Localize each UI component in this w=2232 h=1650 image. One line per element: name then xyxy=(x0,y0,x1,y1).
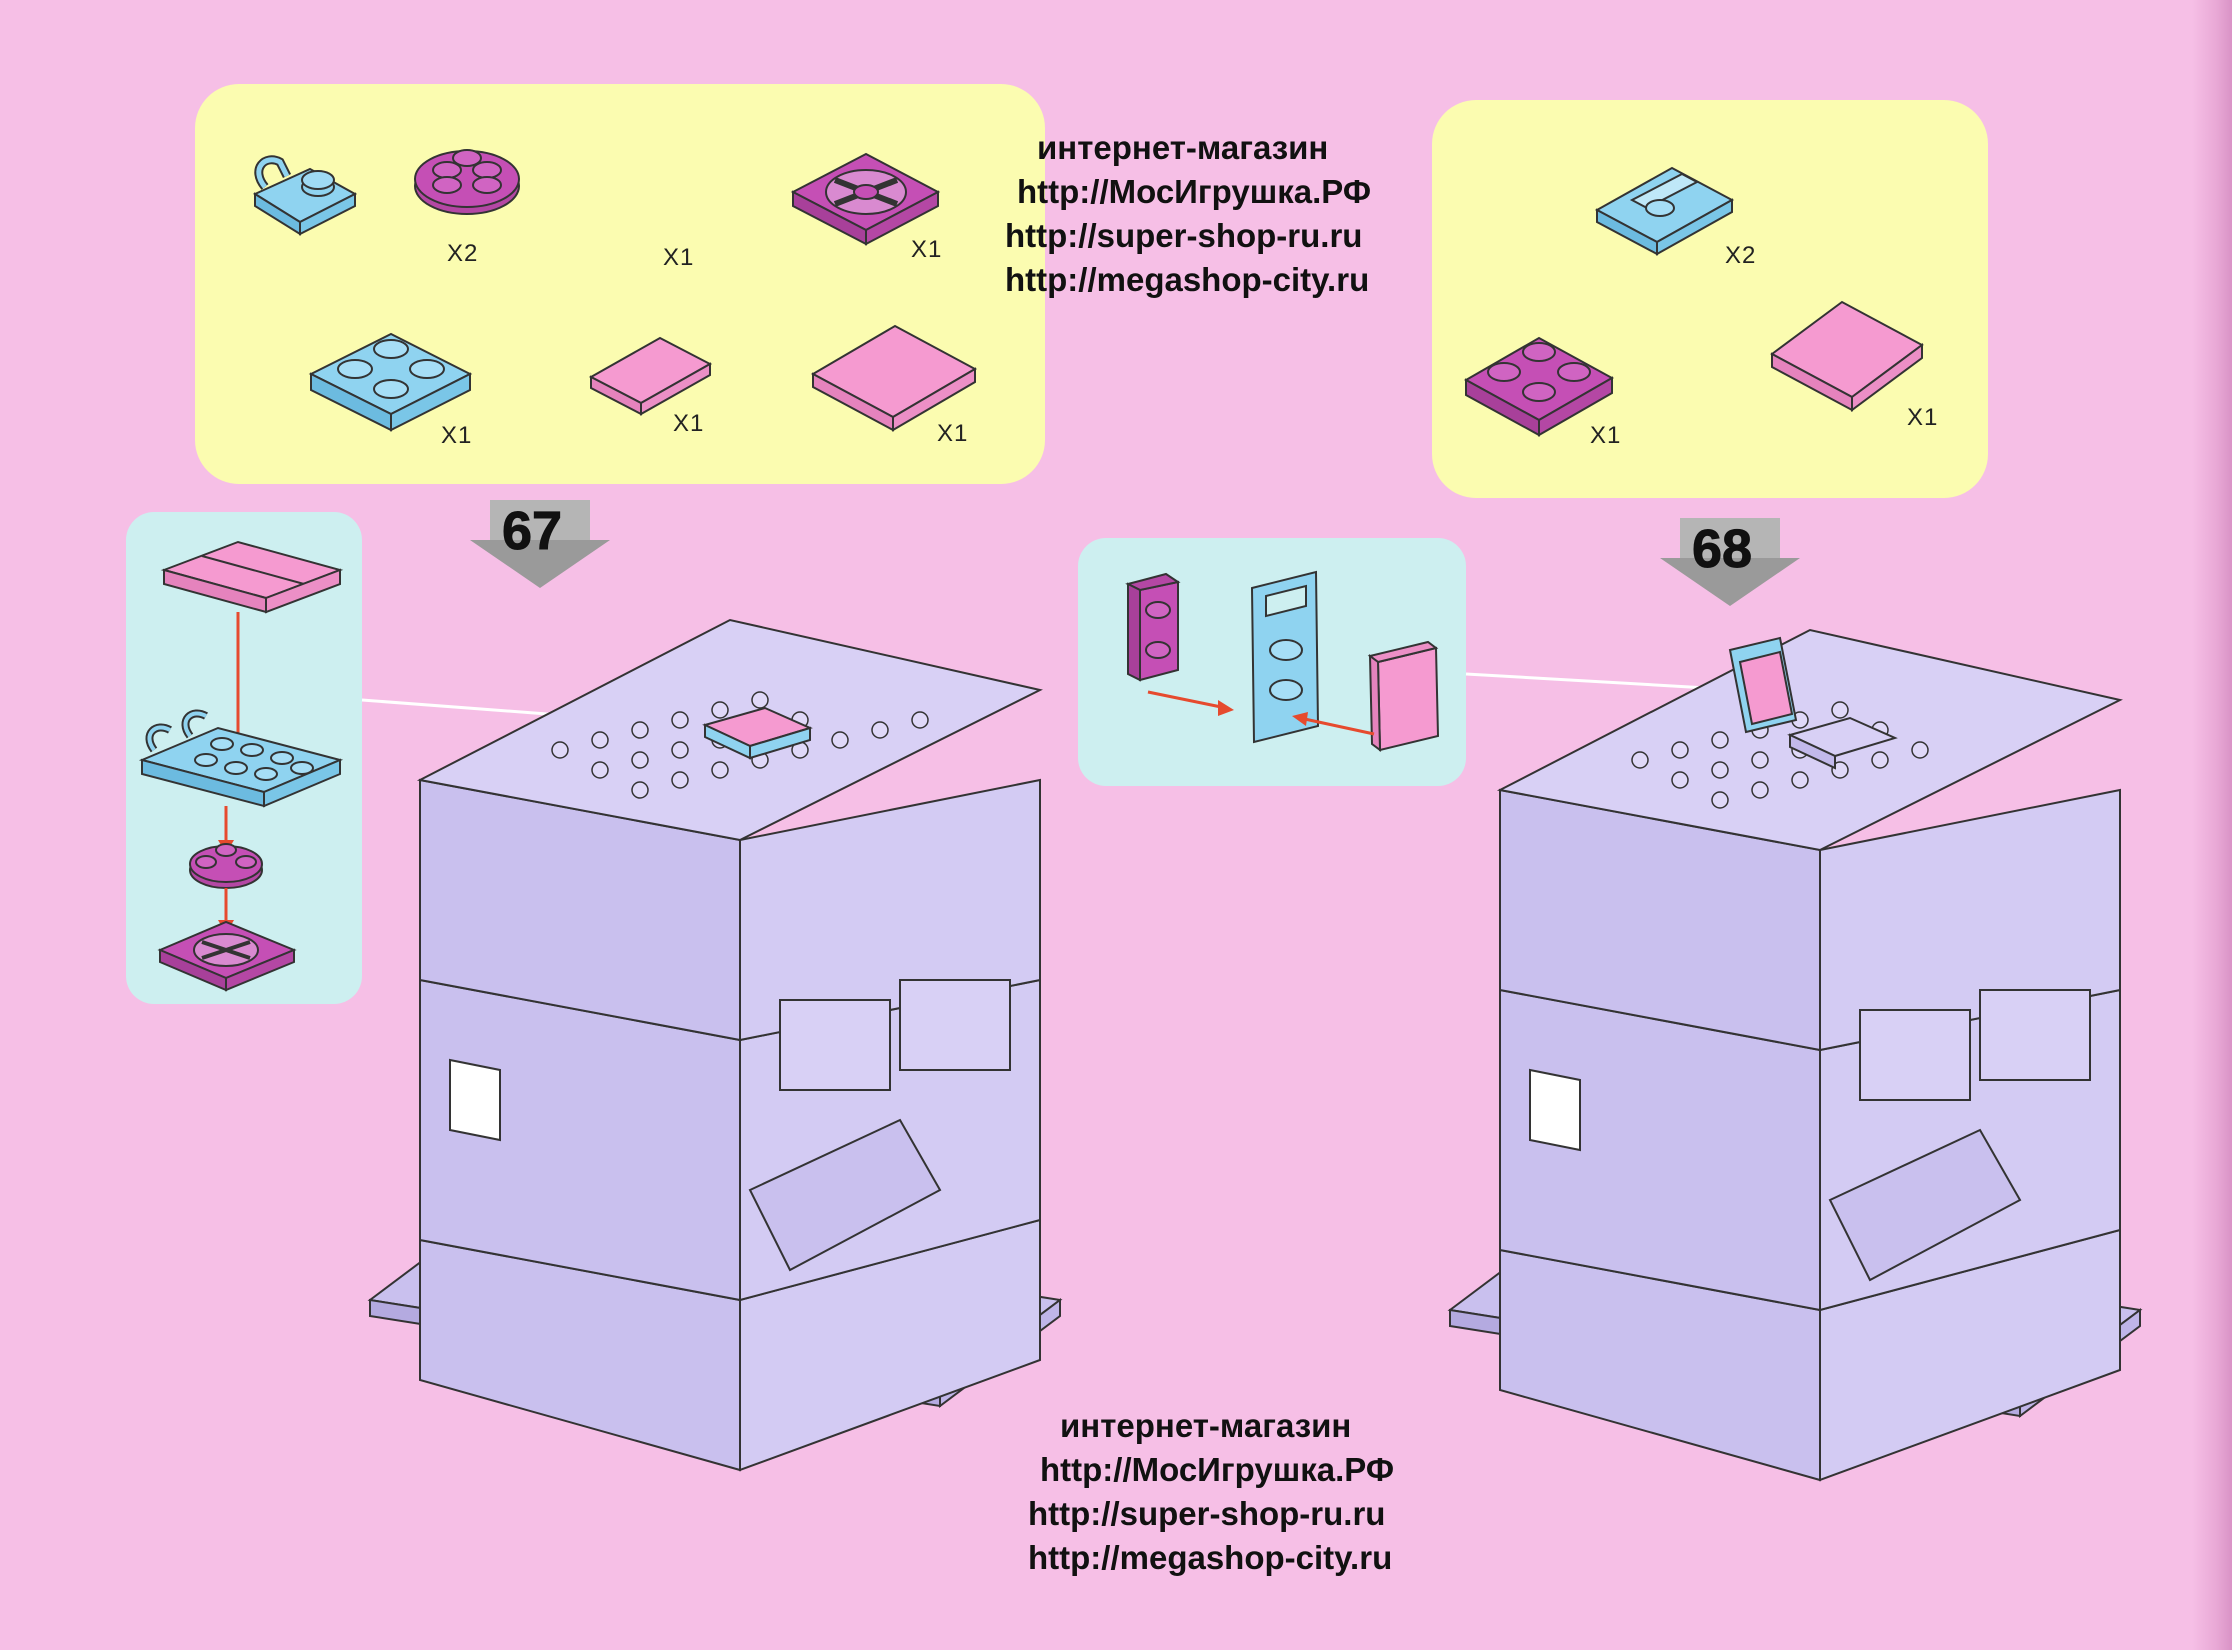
step68-subassembly-box xyxy=(1078,538,1466,786)
page-edge xyxy=(2192,0,2232,1650)
light-blue-clip-plate-1x2-icon xyxy=(252,155,358,236)
pink-tile-1x2-icon xyxy=(588,336,713,416)
watermark-bottom: интернет-магазин http://МосИгрушка.РФ ht… xyxy=(1028,1404,1394,1580)
magenta-plate-vertical-icon xyxy=(1125,572,1181,682)
watermark-line: http://megashop-city.ru xyxy=(1028,1539,1393,1576)
step68-building-illustration xyxy=(1440,610,2160,1530)
qty-label: X1 xyxy=(1907,404,1939,431)
watermark-line: http://super-shop-ru.ru xyxy=(1028,1495,1386,1532)
watermark-top: интернет-магазин http://МосИгрушка.РФ ht… xyxy=(1005,126,1371,302)
magenta-round-plate-2x2-icon xyxy=(414,149,520,215)
pink-tile-2x2-icon xyxy=(810,324,978,432)
watermark-line: интернет-магазин xyxy=(1037,129,1329,166)
qty-label: X1 xyxy=(673,410,705,437)
magenta-round-plate-icon xyxy=(189,843,263,889)
watermark-line: интернет-магазин xyxy=(1060,1407,1352,1444)
qty-label: X1 xyxy=(1590,422,1622,449)
light-blue-clip-plate-stack-icon xyxy=(138,709,344,808)
light-blue-handle-plate-vertical-icon xyxy=(1250,570,1320,744)
qty-label: X1 xyxy=(911,236,943,263)
magenta-turntable-icon xyxy=(157,920,297,992)
step67-arrow-icon xyxy=(470,500,610,588)
pink-tile-2x2-icon xyxy=(1770,300,1924,412)
step68-arrow-icon xyxy=(1660,518,1800,606)
light-blue-handle-plate-1x2-icon xyxy=(1594,166,1735,256)
step67-building-illustration xyxy=(360,600,1080,1530)
qty-label: X1 xyxy=(441,422,473,449)
watermark-line: http://super-shop-ru.ru xyxy=(1005,217,1363,254)
pink-tiles-icon xyxy=(160,540,344,614)
pink-tile-vertical-icon xyxy=(1367,640,1440,753)
step67-subassembly-box xyxy=(126,512,362,1004)
step67-parts-box: X2 X1 X1 X1 X1 X1 xyxy=(195,84,1045,484)
magenta-plate-2x2-icon xyxy=(1463,336,1615,437)
step68-number: 68 xyxy=(1691,519,1753,580)
watermark-line: http://МосИгрушка.РФ xyxy=(1040,1451,1395,1488)
step68-parts-box: X2 X1 X1 xyxy=(1432,100,1988,498)
qty-label: X1 xyxy=(937,420,969,447)
watermark-line: http://МосИгрушка.РФ xyxy=(1017,173,1372,210)
watermark-line: http://megashop-city.ru xyxy=(1005,261,1370,298)
step67-number: 67 xyxy=(501,501,563,562)
qty-label: X1 xyxy=(663,244,695,271)
light-blue-plate-2x2-icon xyxy=(308,332,473,432)
magenta-turntable-plate-icon xyxy=(790,152,941,246)
qty-label: X2 xyxy=(1725,242,1757,269)
qty-label: X2 xyxy=(447,240,479,267)
